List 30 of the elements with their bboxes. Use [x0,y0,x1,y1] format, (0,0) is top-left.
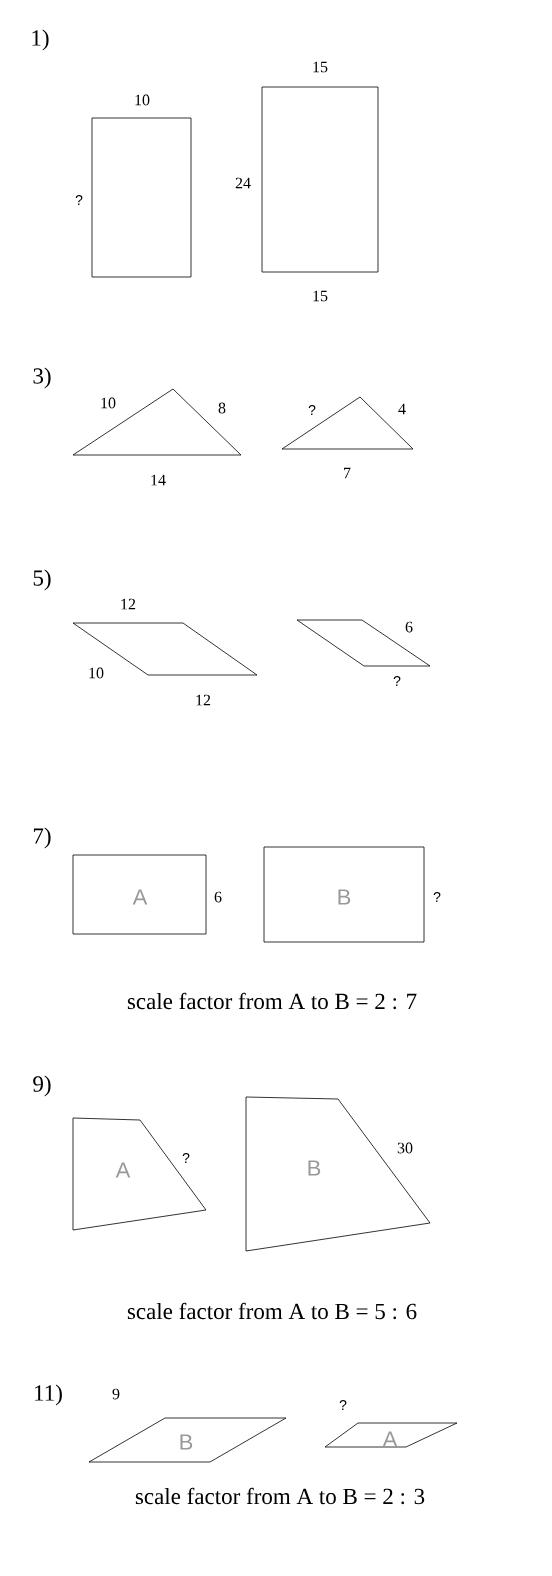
side-length: 4 [398,403,406,415]
rectangle-shape [91,117,192,278]
triangle-shape [281,396,414,450]
side-length: 8 [218,402,226,414]
side-length: 6 [214,891,222,903]
side-length: 10 [89,667,104,679]
problem-number: 7) [33,827,51,849]
side-length: 10 [101,397,116,409]
side-length: 9 [112,1388,120,1400]
scale-factor-text: scale factor from A to B = 5 : 6 [127,1302,417,1320]
rectangle-shape [261,86,379,273]
problem-number: 5) [33,569,51,591]
side-length: 24 [235,177,251,189]
unknown-side: ? [182,1153,190,1163]
side-length: 7 [344,467,351,479]
scale-factor-text: scale factor from A to B = 2 : 3 [135,1487,425,1505]
problem-number: 3) [33,367,51,389]
scale-factor-text: scale factor from A to B = 2 : 7 [127,992,417,1010]
side-length: 12 [196,694,211,706]
side-length: 14 [151,474,166,486]
unknown-side: ? [339,1400,347,1410]
side-length: 30 [397,1142,413,1154]
triangle-shape [72,388,242,456]
side-length: 6 [405,621,413,633]
problem-number: 11) [35,1384,62,1406]
side-length: 15 [313,290,328,302]
problem-number: 1) [32,29,49,51]
parallelogram-shape [296,619,431,667]
problem-number: 9) [33,1075,51,1097]
unknown-side: ? [308,405,316,415]
